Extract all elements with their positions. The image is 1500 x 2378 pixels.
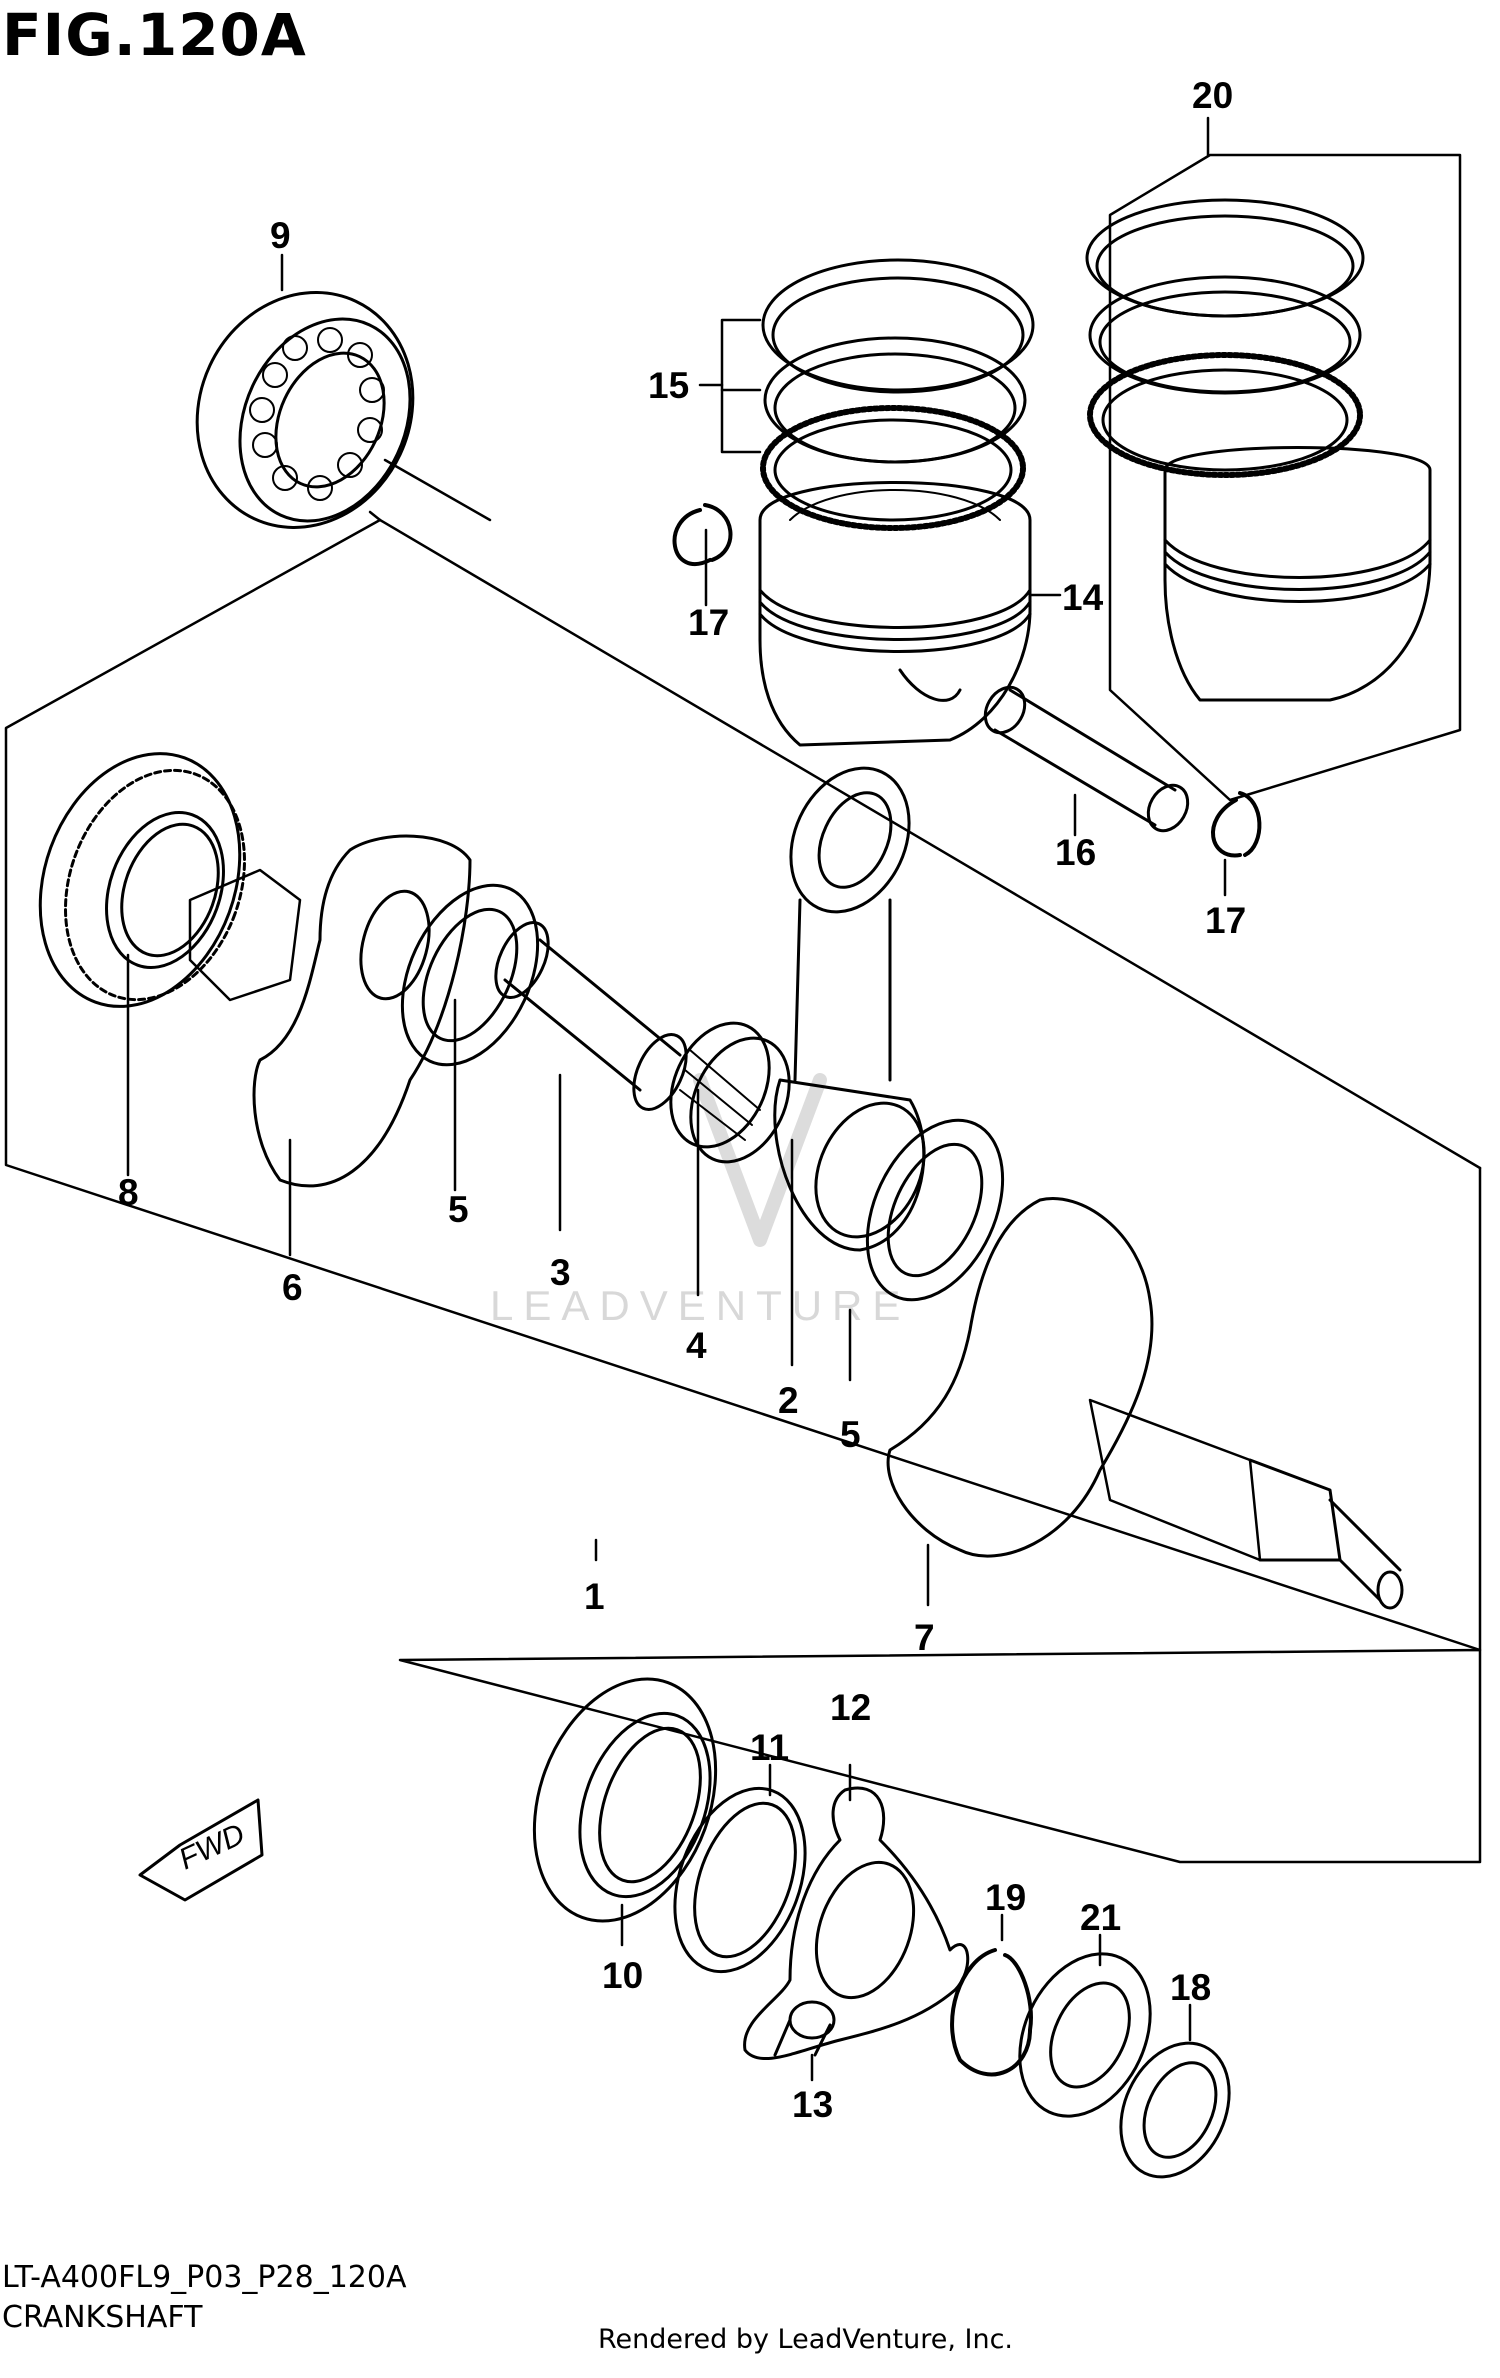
forward-arrow-icon: FWD <box>138 1798 264 1902</box>
piston-part-14 <box>758 481 1032 747</box>
leader-lines <box>126 116 1227 2082</box>
piston-set-part-20 <box>1085 198 1432 702</box>
callout-18: 18 <box>1170 1967 1211 2008</box>
circlip-part-17-lower <box>1210 791 1262 858</box>
bearing-part-21 <box>1018 1952 1152 2118</box>
crank-web-part-6 <box>188 834 472 1188</box>
circlip-part-17-upper <box>672 503 733 567</box>
watermark-logo <box>693 1073 827 1247</box>
callout-19: 19 <box>985 1877 1026 1918</box>
bearing-part-10 <box>532 1677 718 1923</box>
crank-pin-part-3 <box>494 921 688 1111</box>
callout-8: 8 <box>118 1172 139 1213</box>
callout-1: 1 <box>584 1576 605 1617</box>
screw-part-13 <box>773 2000 836 2057</box>
rendered-by-credit: Rendered by LeadVenture, Inc. <box>598 2324 1014 2355</box>
callout-10: 10 <box>602 1955 643 1996</box>
piston-set-box-part-20 <box>1108 153 1462 802</box>
callout-21: 21 <box>1080 1897 1121 1938</box>
callout-5-left: 5 <box>448 1189 469 1230</box>
callout-4: 4 <box>686 1325 707 1366</box>
crank-web-part-7 <box>886 1197 1404 1610</box>
callout-9: 9 <box>270 215 291 256</box>
oil-seal-part-11 <box>673 1786 807 1974</box>
callout-7: 7 <box>914 1617 935 1658</box>
needle-bearing-part-4 <box>669 1021 791 1164</box>
figure-code: LT-A400FL9_P03_P28_120A <box>2 2260 407 2295</box>
retainer-plate-part-12 <box>743 1786 970 2060</box>
thrust-washer-part-5-right <box>865 1118 1005 1302</box>
figure-title: FIG.120A <box>2 1 307 69</box>
watermark-text: LEADVENTURE <box>490 1282 910 1329</box>
circlip-part-19 <box>950 1948 1033 2077</box>
callout-13: 13 <box>792 2084 833 2125</box>
piston-rings-part-15 <box>760 258 1035 531</box>
piston-pin-part-16 <box>983 685 1190 833</box>
callout-20: 20 <box>1192 75 1233 116</box>
callout-2: 2 <box>778 1380 799 1421</box>
callout-17-lower: 17 <box>1205 900 1246 941</box>
oil-seal-part-18 <box>1119 2041 1231 2179</box>
gear-part-8 <box>38 752 246 1008</box>
callout-17-upper: 17 <box>688 602 729 643</box>
callout-11: 11 <box>750 1727 789 1768</box>
connecting-rod-part-2 <box>773 766 926 1252</box>
assembly-outline-lower <box>398 1648 1482 1864</box>
callout-labels: 1 2 3 4 5 5 6 7 8 9 10 11 12 13 14 15 16… <box>118 75 1246 2125</box>
callout-6: 6 <box>282 1267 303 1308</box>
callout-3: 3 <box>550 1252 571 1293</box>
callout-5-right: 5 <box>840 1414 861 1455</box>
figure-name: CRANKSHAFT <box>2 2300 203 2335</box>
thrust-washer-part-5-left <box>400 883 540 1067</box>
callout-15: 15 <box>648 365 689 406</box>
bearing-part-9 <box>195 291 415 529</box>
assembly-outline-part-1 <box>4 510 1482 1652</box>
callout-16: 16 <box>1055 832 1096 873</box>
callout-12: 12 <box>830 1687 871 1728</box>
callout-14: 14 <box>1062 577 1104 618</box>
